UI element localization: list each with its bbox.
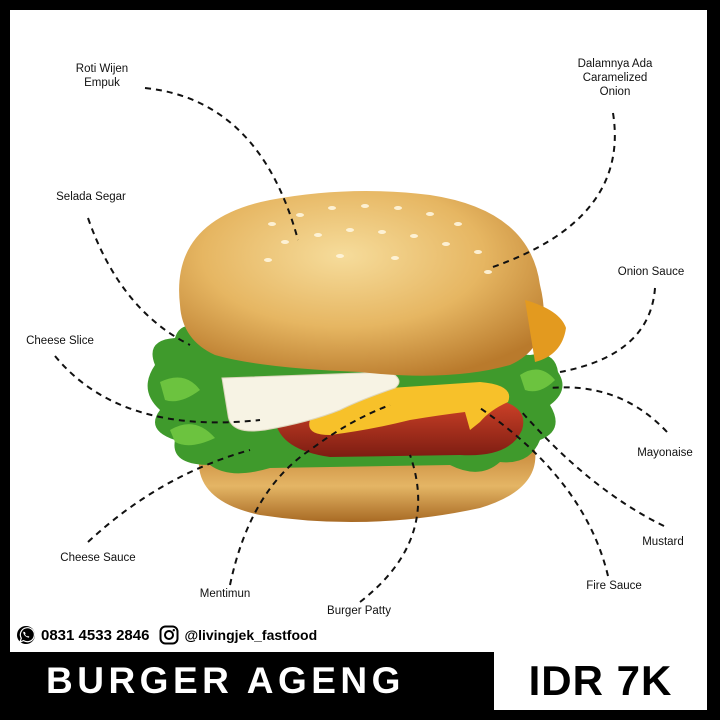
contact-bar: 0831 4533 2846 @livingjek_fastfood: [16, 624, 317, 646]
label-fire-sauce: Fire Sauce: [586, 580, 642, 592]
label-mustard: Mustard: [642, 536, 684, 548]
product-price: IDR 7K: [528, 657, 673, 704]
instagram-icon: [159, 625, 179, 645]
product-name: BURGER AGENG: [46, 660, 405, 701]
label-mentimun: Mentimun: [199, 588, 251, 600]
image-panel: Roti Wijen Empuk Dalamnya Ada Caramelize…: [10, 10, 707, 652]
leader-lines: [54, 87, 668, 603]
label-onion-sauce: Onion Sauce: [617, 266, 685, 278]
label-caramelized-onion: Dalamnya Ada Caramelized Onion: [577, 58, 653, 98]
label-roti-wijen: Roti Wijen Empuk: [75, 63, 129, 89]
cheese-slice: [221, 371, 400, 432]
label-cheese-sauce: Cheese Sauce: [60, 552, 136, 564]
label-burger-patty: Burger Patty: [327, 605, 391, 617]
top-bun: [179, 191, 544, 376]
instagram-handle: @livingjek_fastfood: [184, 627, 318, 643]
label-mayonaise: Mayonaise: [637, 447, 693, 459]
bottom-bun: [198, 450, 536, 523]
price-box: IDR 7K: [494, 652, 707, 710]
label-selada-segar: Selada Segar: [56, 191, 126, 203]
phone-number: 0831 4533 2846: [41, 626, 150, 644]
whatsapp-icon: [17, 626, 35, 644]
burger-illustration: [54, 87, 668, 603]
label-cheese-slice: Cheese Slice: [26, 335, 94, 347]
